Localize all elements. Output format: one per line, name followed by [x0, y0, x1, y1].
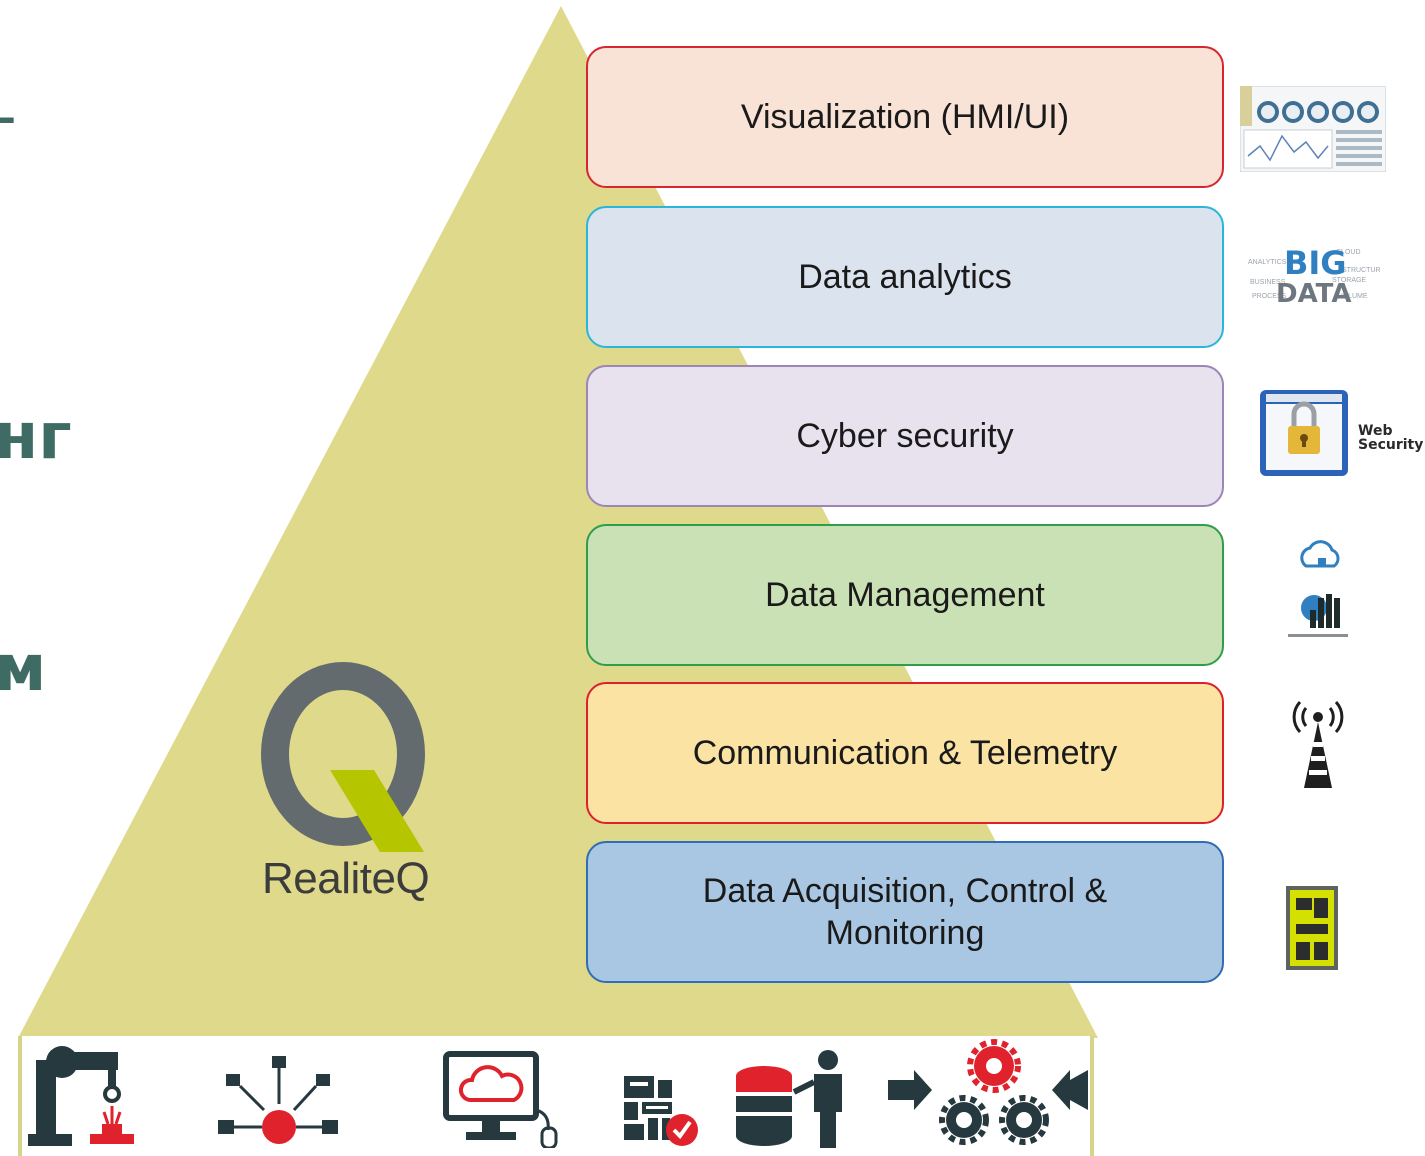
svg-text:STRUCTURED: STRUCTURED	[1342, 267, 1380, 274]
gears-process-icon	[888, 1039, 1088, 1145]
svg-text:VOLUME: VOLUME	[1338, 293, 1368, 300]
svg-text:DATA: DATA	[1276, 279, 1352, 306]
layer-data-management: Data Management	[586, 524, 1224, 666]
realiteq-logo-icon	[261, 662, 425, 852]
layer-communication-telemetry: Communication & Telemetry	[586, 682, 1224, 824]
cloud-server-icon	[1288, 540, 1348, 637]
layer-visualization: Visualization (HMI/UI)	[586, 46, 1224, 188]
svg-text:STORAGE: STORAGE	[1332, 277, 1366, 284]
radio-tower-icon	[1292, 700, 1344, 788]
cropped-text-fragment: нг	[0, 400, 72, 474]
layer-label: Communication & Telemetry	[692, 733, 1118, 772]
layer-label: Cyber security	[796, 416, 1014, 455]
brand-name: RealiteQ	[262, 854, 430, 903]
controller-device-icon	[1286, 886, 1338, 970]
padlock-browser-icon	[1260, 390, 1348, 476]
cropped-text-fragment: м	[0, 632, 47, 706]
layer-label: Data Management	[765, 575, 1045, 614]
layer-cyber-security: Cyber security	[586, 365, 1224, 507]
dashboard-icon	[1240, 86, 1386, 172]
circuit-check-icon	[624, 1076, 698, 1146]
cloud-computer-icon	[443, 1051, 558, 1148]
svg-text:PROCESS: PROCESS	[1252, 293, 1287, 300]
layer-data-acquisition: Data Acquisition, Control & Monitoring	[586, 841, 1224, 983]
svg-text:CLOUD: CLOUD	[1336, 249, 1361, 256]
svg-text:BIG: BIG	[1284, 244, 1347, 282]
svg-text:ANALYTICS: ANALYTICS	[1248, 259, 1287, 266]
layer-label-line2: Monitoring	[825, 914, 985, 952]
svg-text:BUSINESS: BUSINESS	[1250, 279, 1286, 286]
layer-label: Data analytics	[798, 257, 1012, 296]
big-data-icon: ANALYTICS CLOUD STRUCTURED BUSINESS STORAGE V…	[1248, 244, 1380, 306]
robot-arm-icon	[28, 1046, 134, 1146]
cropped-text-fragment: –	[0, 92, 16, 143]
layer-label-line1: Data Acquisition, Control &	[702, 871, 1108, 910]
layer-data-analytics: Data analytics	[586, 206, 1224, 348]
bottom-icon-strip	[18, 1036, 1094, 1156]
database-user-icon	[736, 1050, 842, 1148]
web-security-label: Web Security	[1358, 423, 1424, 453]
layer-label: Visualization (HMI/UI)	[740, 97, 1070, 136]
network-node-icon	[218, 1056, 338, 1144]
